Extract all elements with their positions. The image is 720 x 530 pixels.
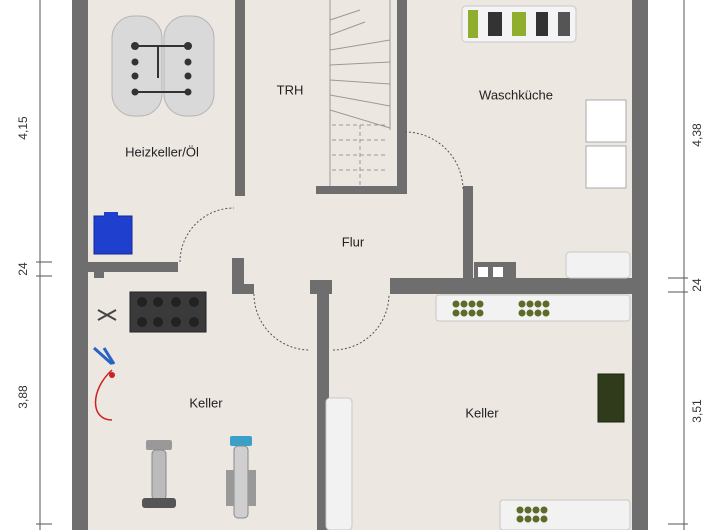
boiler-cap: [104, 212, 118, 218]
dumbbell-rack-icon: [129, 291, 207, 333]
wall-left-partition: [88, 262, 178, 272]
door-keller-right: [332, 293, 390, 351]
tank-valve: [184, 42, 192, 50]
room-label-heizkeller: Heizkeller/Öl: [125, 144, 199, 159]
room-label-flur: Flur: [342, 234, 365, 249]
tank-valve: [184, 88, 192, 96]
washing-machine-icon: [585, 99, 627, 143]
trainer-console: [230, 436, 252, 446]
oil-tank-1: [111, 15, 163, 117]
shoe-rack-icon: [461, 5, 577, 43]
dryer-icon: [585, 145, 627, 189]
doors: [179, 131, 464, 351]
shelf-top: [435, 294, 631, 322]
stair-step: [329, 39, 391, 51]
tank-valve: [184, 72, 192, 80]
stair-base-wall: [316, 186, 407, 194]
wall-heizkeller-trh: [235, 0, 245, 196]
bike-frame: [151, 449, 167, 501]
oil-tank-icon: [111, 15, 215, 117]
staircase-icon: [329, 0, 391, 186]
tank-valve: [131, 58, 139, 66]
shoe: [488, 12, 502, 36]
bottle-crate: [452, 300, 484, 317]
wall-right-partition: [390, 278, 632, 294]
stair-step: [329, 9, 361, 21]
elliptical-trainer-icon: [226, 436, 256, 519]
boiler-body: [93, 215, 133, 255]
dim-label-right-mid: 24: [690, 278, 704, 292]
utility-cabinet: [565, 251, 631, 279]
crate-stack: [597, 373, 625, 423]
door-keller-left: [253, 293, 311, 351]
shoe: [512, 12, 526, 36]
vent-square-2: [493, 267, 503, 277]
wall-vent-left: [94, 268, 104, 278]
bottle-crate: [516, 506, 548, 523]
tank-valve: [131, 42, 139, 50]
bike-handle: [146, 440, 172, 450]
room-label-keller-left: Keller: [189, 395, 223, 410]
stair-step: [329, 79, 391, 85]
stair-step: [329, 109, 391, 129]
boiler-icon: [93, 212, 133, 255]
bike-seat: [142, 498, 176, 508]
stair-step: [329, 21, 366, 36]
shelf-bottom: [499, 499, 631, 530]
wall-trh-waschkueche: [397, 0, 407, 190]
door-waschkueche: [404, 131, 464, 191]
bottle-crate: [518, 300, 550, 317]
dim-label-left-lower: 3,88: [16, 385, 30, 409]
oil-tank-2: [163, 15, 215, 117]
wall-left-door-post: [232, 258, 244, 294]
trainer-pedal: [226, 470, 234, 506]
outer-wall-right: [632, 0, 648, 530]
laundry-appliances: [565, 99, 631, 279]
dim-label-right-lower: 3,51: [690, 399, 704, 423]
room-label-waschkueche: Waschküche: [479, 87, 553, 102]
vent-square-1: [478, 267, 488, 277]
room-label-keller-right: Keller: [465, 405, 499, 420]
wall-flur-right: [463, 186, 473, 282]
exercise-bike-icon: [142, 440, 176, 508]
tank-valve: [184, 58, 192, 66]
tank-valve: [131, 72, 139, 80]
room-label-trh: TRH: [277, 82, 304, 97]
shelf-left: [325, 397, 353, 530]
dimension-left: 4,15 24 3,88: [16, 0, 52, 530]
shoe: [468, 10, 478, 38]
storage-shelves: [325, 294, 631, 530]
walls: [72, 0, 648, 530]
dim-label-left-upper: 4,15: [16, 116, 30, 140]
wall-left-corner: [244, 284, 254, 294]
dim-label-left-mid: 24: [16, 262, 30, 276]
tank-valve: [131, 88, 139, 96]
outer-wall-left: [72, 0, 88, 530]
wall-divider-cap: [310, 280, 332, 294]
trainer-frame: [233, 445, 249, 519]
resistance-band-icon: [93, 309, 117, 421]
trainer-pedal: [248, 470, 256, 506]
dimension-right: 4,38 24 3,51: [668, 0, 704, 530]
stair-step: [329, 94, 391, 107]
stair-step: [329, 61, 391, 66]
shoe: [558, 12, 570, 36]
room-labels: Heizkeller/Öl TRH Waschküche Flur Keller…: [125, 82, 553, 420]
shoe: [536, 12, 548, 36]
dim-label-right-upper: 4,38: [690, 123, 704, 147]
